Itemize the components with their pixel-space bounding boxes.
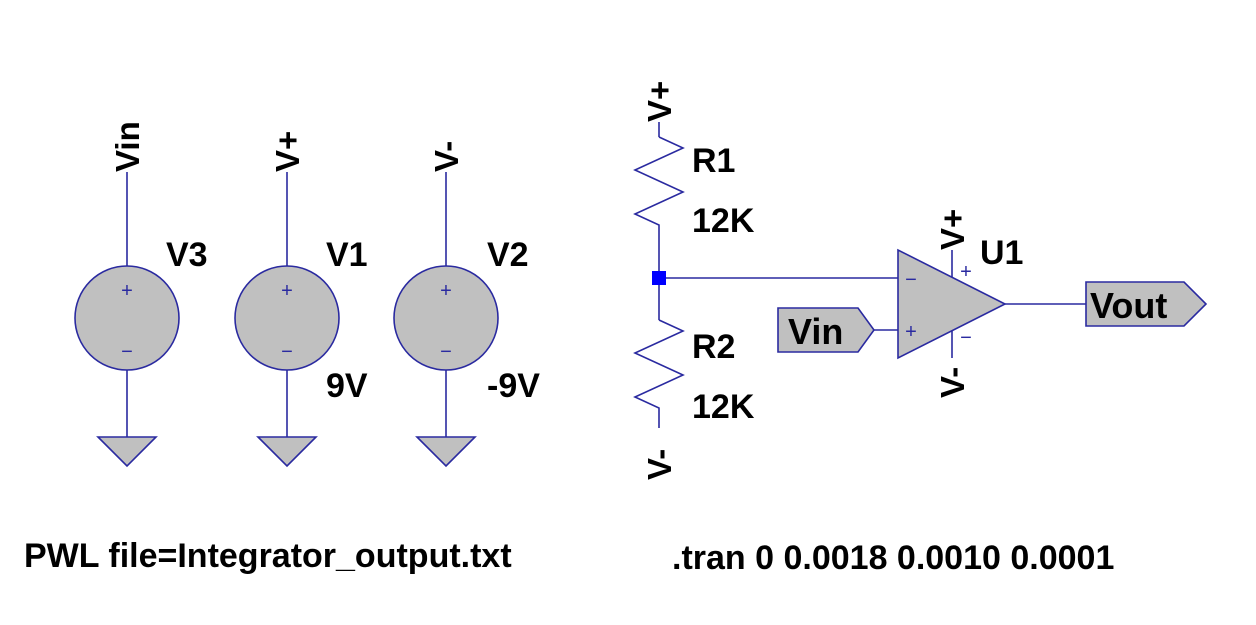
resistor-r2[interactable]: R2 12K V- xyxy=(633,319,755,480)
opamp-supply-pos-pin: + xyxy=(960,261,972,283)
input-flag-shape xyxy=(777,307,875,353)
net-label-v2: V- xyxy=(428,141,465,172)
source-v3-plus: + xyxy=(121,280,133,302)
resistor-r1-value: 12K xyxy=(692,202,755,240)
input-flag-label: Vin xyxy=(788,311,843,352)
pwl-directive[interactable]: PWL file=Integrator_output.txt xyxy=(24,537,512,575)
source-v2-plus: + xyxy=(440,280,452,302)
net-label-opamp-vpos: V+ xyxy=(934,209,971,250)
source-v2-minus: − xyxy=(440,341,452,363)
net-label-r2-bottom: V- xyxy=(641,449,678,480)
net-label-r1-top: V+ xyxy=(641,81,678,122)
voltage-source-v2[interactable]: + − V- V2 -9V xyxy=(393,141,540,468)
resistor-r1-ref: R1 xyxy=(692,142,735,180)
tran-directive[interactable]: .tran 0 0.0018 0.0010 0.0001 xyxy=(672,539,1114,577)
net-label-v1: V+ xyxy=(269,131,306,172)
ground-icon xyxy=(256,436,318,468)
output-port-vout[interactable]: Vout xyxy=(1005,281,1208,327)
opamp-ref: U1 xyxy=(980,234,1023,272)
opamp-supply-neg-pin: − xyxy=(960,327,972,349)
resistor-r1-zigzag xyxy=(633,136,685,240)
source-v1-ref: V1 xyxy=(326,236,368,274)
voltage-source-v1[interactable]: + − V+ V1 9V xyxy=(234,131,368,468)
opamp-inverting-pin: − xyxy=(905,269,917,291)
source-v1-plus: + xyxy=(281,280,293,302)
resistor-r2-value: 12K xyxy=(692,388,755,426)
opamp-noninverting-pin: + xyxy=(905,321,917,343)
opamp-u1[interactable]: − + + − V+ V- U1 xyxy=(897,209,1023,398)
voltage-source-v3[interactable]: + − Vin V3 xyxy=(74,121,208,468)
source-v3-minus: − xyxy=(121,341,133,363)
ground-icon xyxy=(415,436,477,468)
ground-icon xyxy=(96,436,158,468)
junction-dot xyxy=(652,271,666,285)
output-flag-shape xyxy=(1085,281,1208,327)
net-label-v3: Vin xyxy=(109,121,146,172)
resistor-r2-zigzag xyxy=(633,319,685,428)
resistor-r1[interactable]: V+ R1 12K xyxy=(633,81,755,240)
source-v2-ref: V2 xyxy=(487,236,529,274)
source-v3-ref: V3 xyxy=(166,236,208,274)
net-label-opamp-vneg: V- xyxy=(934,367,971,398)
output-flag-label: Vout xyxy=(1090,285,1167,326)
source-v2-value: -9V xyxy=(487,367,540,405)
resistor-r2-ref: R2 xyxy=(692,328,735,366)
input-port-vin[interactable]: Vin xyxy=(777,307,898,353)
source-v1-minus: − xyxy=(281,341,293,363)
source-v1-value: 9V xyxy=(326,367,368,405)
